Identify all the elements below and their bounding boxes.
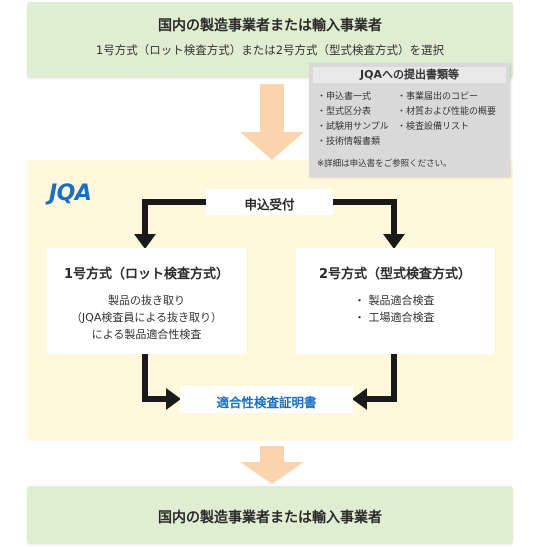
application-receipt-label: 申込受付 — [244, 197, 295, 212]
method1-line: 製品の抜き取り — [108, 294, 185, 307]
document-item: ・検査設備リスト — [397, 122, 470, 132]
top-box: 国内の製造事業者または輸入事業者 1号方式（ロット検査方式）または2号方式（型式… — [27, 2, 513, 78]
bottom-box: 国内の製造事業者または輸入事業者 — [27, 486, 513, 544]
down-arrow-bottom — [240, 446, 304, 484]
method1-box: 1号方式（ロット検査方式） 製品の抜き取り （JQA検査員による抜き取り） によ… — [47, 248, 246, 354]
document-item: ・技術情報書類 — [317, 137, 381, 147]
document-item: ・事業届出のコピー — [397, 92, 479, 102]
down-arrow-top — [240, 84, 304, 160]
method2-box: 2号方式（型式検査方式） ・ 製品適合検査 ・ 工場適合検査 — [296, 248, 494, 354]
method2-title: 2号方式（型式検査方式） — [318, 267, 472, 282]
document-item: ・型式区分表 — [317, 107, 372, 117]
method2-line: ・ 製品適合検査 — [354, 294, 435, 307]
method1-title: 1号方式（ロット検査方式） — [63, 267, 230, 282]
jqa-logo: JQA — [49, 181, 92, 206]
conformity-certificate-box: 適合性検査証明書 — [180, 386, 353, 413]
document-item: ・材質および性能の概要 — [397, 107, 497, 117]
bottom-title: 国内の製造事業者または輸入事業者 — [158, 510, 382, 526]
method1-line: （JQA検査員による抜き取り） — [70, 311, 223, 324]
method2-line: ・ 工場適合検査 — [354, 311, 435, 324]
top-title: 国内の製造事業者または輸入事業者 — [158, 18, 382, 34]
top-subtitle: 1号方式（ロット検査方式）または2号方式（型式検査方式）を選択 — [95, 43, 445, 57]
document-item: ・申込書一式 — [317, 92, 372, 102]
document-item: ・試験用サンプル — [317, 122, 389, 132]
method1-line: による製品適合性検査 — [91, 328, 202, 341]
conformity-certificate-label: 適合性検査証明書 — [216, 395, 317, 410]
documents-title: JQAへの提出書類等 — [313, 67, 506, 83]
documents-note: ※詳細は申込書をご参照ください。 — [317, 159, 452, 169]
submission-documents-box: JQAへの提出書類等 ・申込書一式 ・事業届出のコピー ・型式区分表 ・材質およ… — [309, 63, 510, 177]
application-receipt-box: 申込受付 — [206, 189, 333, 215]
